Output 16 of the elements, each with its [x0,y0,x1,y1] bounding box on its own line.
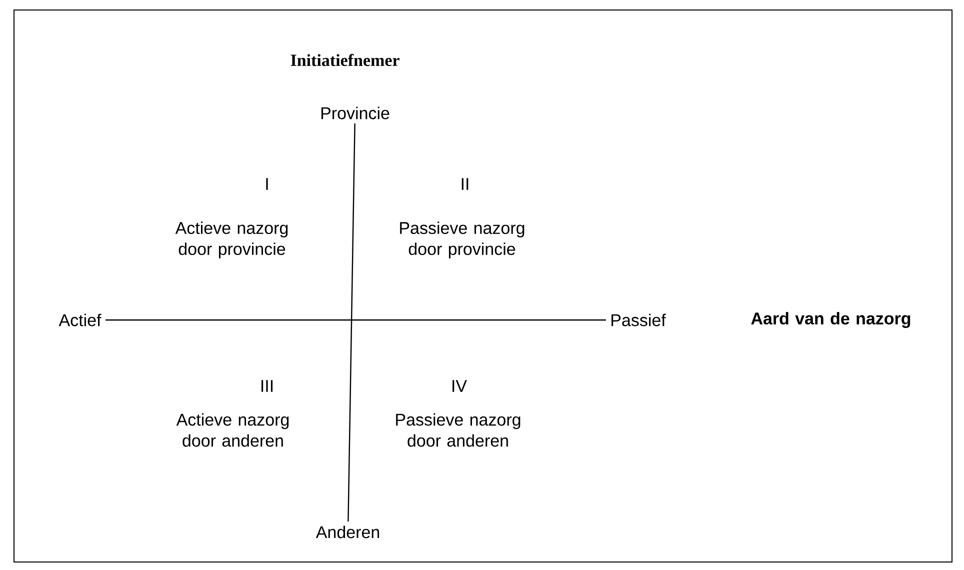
axis-line [348,123,356,522]
axis-label: Actief [58,314,102,326]
quadrant-number: II [462,178,468,190]
axis-label: Anderen [316,526,380,538]
axis-line [105,319,606,321]
quadrant-label: Actieve nazorg door provincie [175,222,288,258]
quadrant-label: Passieve nazorg door provincie [400,222,524,258]
quadrant-number: III [262,380,273,392]
axis-title: Aard van de nazorg [751,312,910,328]
quadrant-label: Actieve nazorg door anderen [176,413,289,447]
axis-title: Initiatiefnemer [290,54,400,66]
axis-label: Passief [612,314,666,326]
quadrant-label: Passieve nazorg door anderen [396,413,520,447]
axis-label: Provincie [321,106,390,120]
quadrant-number: I [266,178,268,190]
quadrant-number: IV [452,380,467,392]
